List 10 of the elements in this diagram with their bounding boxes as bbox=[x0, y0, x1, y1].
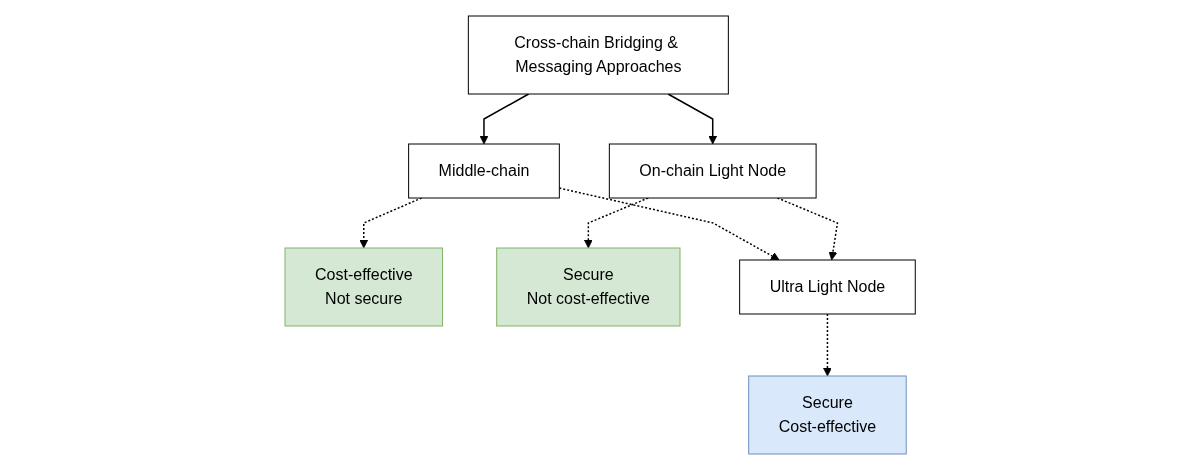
node-box: Cost-effective Not secure bbox=[284, 247, 444, 327]
node-box: Secure Not cost-effective bbox=[496, 247, 681, 327]
node-box: Middle-chain bbox=[408, 143, 561, 199]
arrow bbox=[479, 93, 530, 145]
node-box: On-chain Light Node bbox=[609, 143, 817, 199]
node-box: Cross-chain Bridging & Messaging Approaches bbox=[468, 15, 730, 95]
arrow bbox=[558, 187, 780, 261]
node-box: Secure Cost-effective bbox=[748, 375, 908, 455]
node-box: Ultra Light Node bbox=[739, 259, 917, 315]
arrow bbox=[667, 93, 718, 145]
